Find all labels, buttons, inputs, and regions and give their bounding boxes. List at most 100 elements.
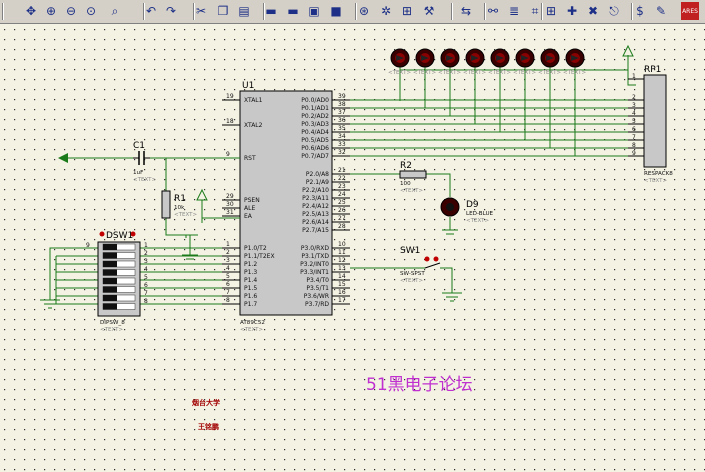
toolbar-separator [193, 3, 195, 20]
u1-pin-name: P0.3/AD3 [301, 121, 329, 128]
sw1-text: <TEXT> [400, 278, 423, 284]
rp1-text: <TEXT> [644, 178, 667, 184]
led-symbol [546, 55, 554, 61]
led-symbol [521, 55, 529, 61]
rp1-pin-number: 2 [632, 94, 636, 101]
zoom-out-icon[interactable]: ⊖ [65, 4, 77, 18]
block-delete-icon[interactable]: ■ [330, 4, 342, 18]
u1-pin-name: P2.4/A12 [302, 203, 329, 210]
block-move-icon[interactable]: ▬ [287, 4, 299, 18]
remove-sheet-icon[interactable]: ✖ [587, 4, 599, 18]
led-text: <TEXT> [538, 70, 561, 76]
undo-icon[interactable]: ↶ [145, 4, 157, 18]
sw1-switch[interactable]: SW1 SW-SPST <TEXT> [400, 246, 441, 284]
led-5[interactable]: <TEXT> [488, 48, 511, 76]
block-copy-icon[interactable]: ▬ [265, 4, 277, 18]
u1-text: <TEXT> [240, 327, 263, 333]
author-school: 烟台大学 [192, 398, 220, 407]
r1-resistor[interactable]: R1 10k <TEXT> [161, 190, 197, 219]
rp1-pin-number: 7 [632, 134, 636, 141]
u1-pin-name: XTAL1 [244, 97, 263, 104]
wire-autorouter-icon[interactable]: ⇆ [460, 4, 472, 18]
u1-pin-name: P2.6/A14 [302, 219, 329, 226]
paste-icon[interactable]: ▤ [238, 4, 250, 18]
package-tool-icon[interactable]: ⊞ [401, 4, 413, 18]
u1-pin-name: P2.5/A13 [302, 211, 329, 218]
schematic-sheet[interactable]: 19XTAL118XTAL29RST29PSEN30ALE31EA1P1.0/T… [0, 25, 705, 472]
u1-pin-name: P0.5/AD5 [301, 137, 329, 144]
u1-microcontroller[interactable]: 19XTAL118XTAL29RST29PSEN30ALE31EA1P1.0/T… [222, 81, 376, 333]
led-6[interactable]: <TEXT> [513, 48, 536, 76]
zoom-area-icon[interactable]: ⌕ [111, 3, 119, 18]
led-7[interactable]: <TEXT> [538, 48, 561, 76]
u1-pin-number: 27 [338, 215, 346, 222]
wires [40, 55, 636, 309]
led-text: <TEXT> [438, 70, 461, 76]
redo-icon[interactable]: ↷ [165, 4, 177, 18]
led-8[interactable]: <TEXT> [563, 48, 586, 76]
rp1-pin-number: 4 [632, 110, 636, 117]
u1-pin-number: 38 [338, 101, 346, 108]
sw1-value: SW-SPST [400, 271, 425, 277]
led-text: <TEXT> [413, 70, 436, 76]
led-row: <TEXT><TEXT><TEXT><TEXT><TEXT><TEXT><TEX… [388, 48, 586, 76]
u1-pin-name: P1.3 [244, 269, 257, 276]
u1-pin-name: P3.5/T1 [306, 285, 329, 292]
u1-pin-number: 8 [226, 297, 230, 304]
u1-pin-name: P2.2/A10 [302, 187, 329, 194]
copy-icon[interactable]: ❐ [217, 4, 229, 18]
move-icon[interactable]: ✥ [25, 4, 37, 18]
decompose-icon[interactable]: ⚒ [423, 4, 435, 18]
u1-pin-number: 32 [338, 149, 346, 156]
block-rotate-icon[interactable]: ▣ [308, 4, 320, 18]
bill-of-materials-icon[interactable]: $ [636, 4, 644, 18]
u1-pin-name: P3.4/T0 [306, 277, 329, 284]
led-3[interactable]: <TEXT> [438, 48, 461, 76]
r2-resistor[interactable]: R2 100 <TEXT> [399, 161, 427, 194]
led-1[interactable]: <TEXT> [388, 48, 411, 76]
ares-netlist-icon[interactable]: ARES [681, 2, 699, 20]
toolbar-separator [484, 3, 486, 20]
design-explorer-icon[interactable]: ⌗ [531, 3, 539, 18]
add-sheet-icon[interactable]: ✚ [566, 4, 578, 18]
led-text: <TEXT> [463, 70, 486, 76]
d9-led[interactable]: D9 LED-BLUE <TEXT> [440, 197, 494, 224]
u1-pin-name: ALE [244, 205, 255, 212]
toolbar-separator [143, 3, 145, 20]
u1-pin-number: 34 [338, 133, 346, 140]
make-device-icon[interactable]: ✲ [380, 4, 392, 18]
dsw1-pin-number: 3 [144, 258, 148, 265]
dsw1-pin-number: 8 [144, 298, 148, 305]
cut-icon[interactable]: ✂ [195, 4, 207, 18]
zoom-fit-icon[interactable]: ⊙ [85, 4, 97, 18]
property-tool-icon[interactable]: ≣ [508, 4, 520, 18]
u1-pin-name: P1.2 [244, 261, 257, 268]
dsw1-pin-number: 4 [144, 266, 148, 273]
zoom-in-icon[interactable]: ⊕ [45, 4, 57, 18]
u1-pin-number: 4 [226, 265, 230, 272]
toolbar-separator [263, 3, 265, 20]
rp1-ref: RP1 [644, 65, 661, 75]
u1-pin-number: 29 [226, 193, 234, 200]
erc-report-icon[interactable]: ✎ [655, 4, 667, 18]
exit-sheet-icon[interactable]: ⎋ [609, 3, 619, 18]
led-4[interactable]: <TEXT> [463, 48, 486, 76]
c1-capacitor[interactable]: C1 1uF <TEXT> [133, 141, 156, 183]
led-symbol [446, 55, 454, 61]
rp1-pin-number: 1 [632, 73, 636, 80]
u1-pin-number: 36 [338, 117, 346, 124]
toolbar-separator [541, 3, 543, 20]
r2-ref: R2 [400, 161, 412, 171]
search-icon[interactable]: ⚯ [487, 4, 499, 18]
new-sheet-icon[interactable]: ⊞ [545, 4, 557, 18]
dsw1-pin-number: 2 [144, 250, 148, 257]
dsw1-pin-number: 6 [144, 282, 148, 289]
pick-device-icon[interactable]: ⊛ [358, 4, 370, 18]
led-2[interactable]: <TEXT> [413, 48, 436, 76]
u1-pin-number: 14 [338, 273, 346, 280]
author-name: 王铭鹏 [198, 422, 219, 431]
toolbar-separator [2, 3, 4, 20]
r1-ref: R1 [174, 194, 186, 204]
